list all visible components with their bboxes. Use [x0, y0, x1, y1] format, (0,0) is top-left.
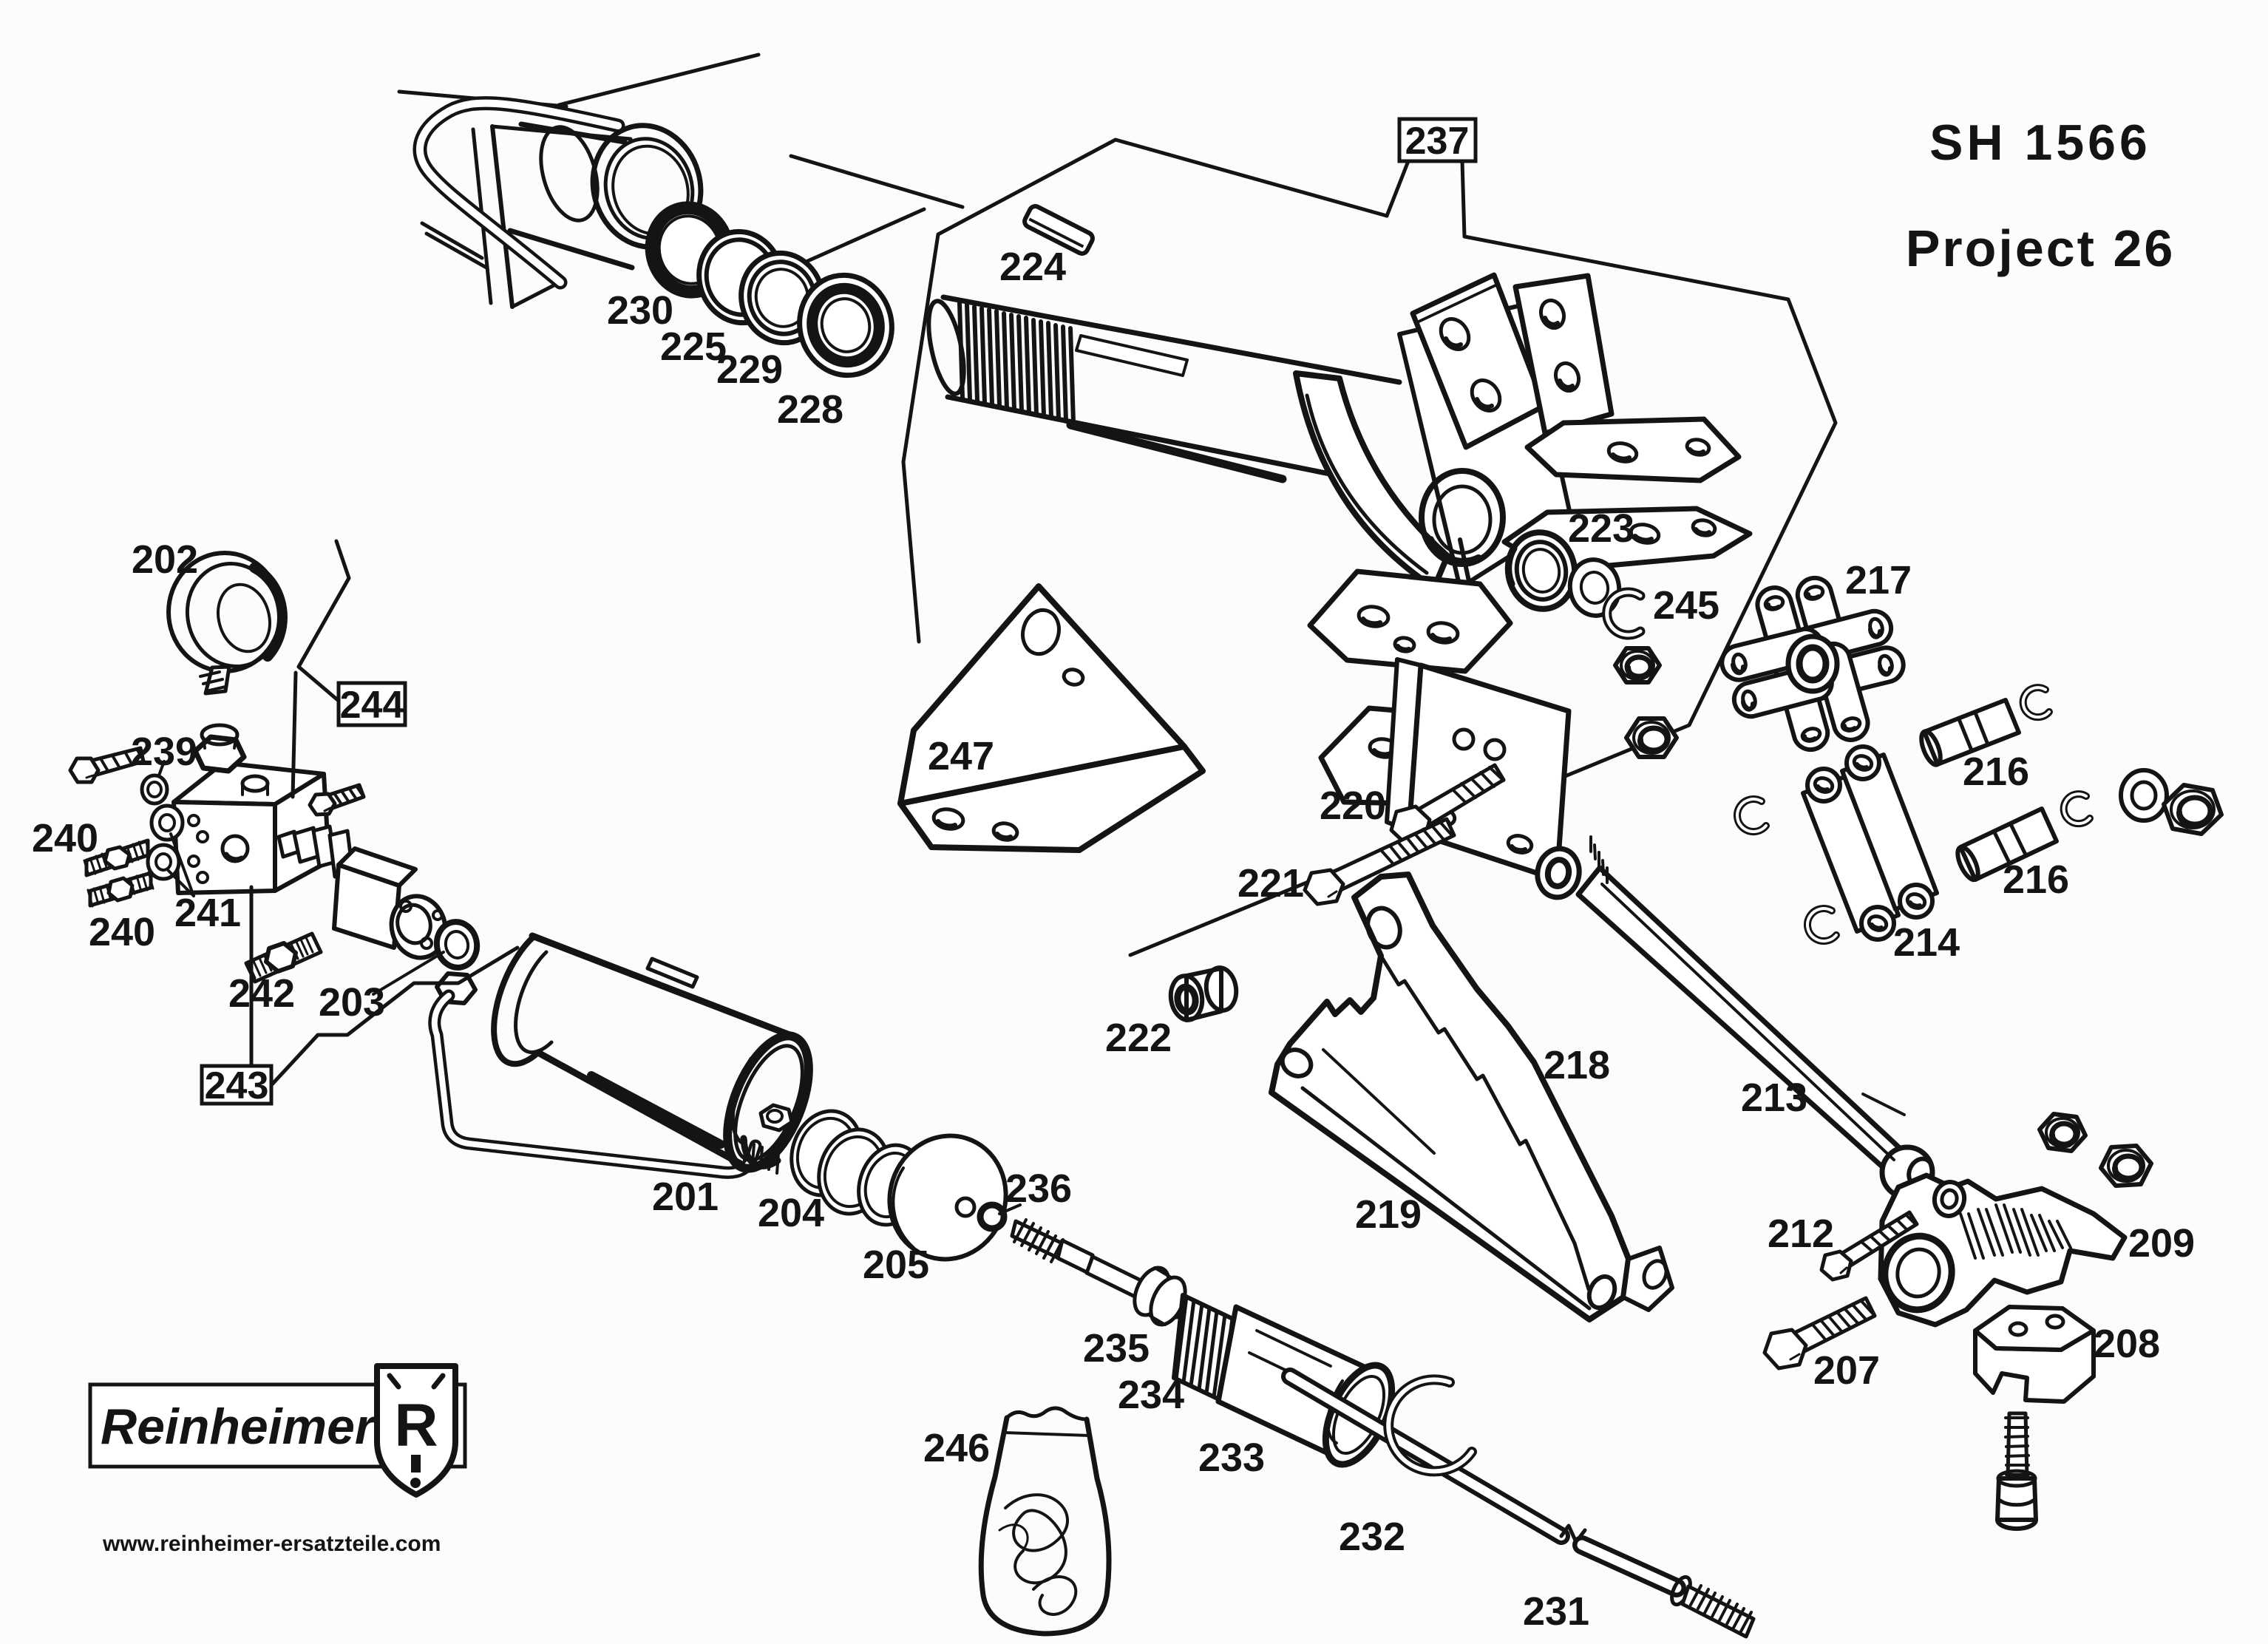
svg-text:207: 207	[1813, 1348, 1880, 1393]
svg-text:201: 201	[652, 1175, 719, 1219]
svg-text:217: 217	[1845, 558, 1912, 602]
svg-text:220: 220	[1320, 784, 1386, 828]
svg-text:Project 26: Project 26	[1906, 220, 2176, 277]
svg-text:R: R	[394, 1392, 438, 1459]
svg-text:246: 246	[923, 1426, 990, 1470]
svg-text:234: 234	[1118, 1373, 1184, 1417]
svg-text:229: 229	[716, 347, 783, 392]
svg-text:235: 235	[1083, 1326, 1150, 1370]
svg-text:237: 237	[1405, 120, 1470, 163]
svg-text:242: 242	[228, 971, 295, 1016]
svg-text:221: 221	[1237, 861, 1304, 906]
svg-text:236: 236	[1005, 1166, 1072, 1211]
svg-text:Reinheimer: Reinheimer	[101, 1399, 377, 1455]
svg-text:223: 223	[1568, 506, 1634, 551]
svg-text:233: 233	[1198, 1436, 1265, 1480]
svg-text:224: 224	[999, 245, 1066, 289]
svg-text:www.reinheimer-ersatzteile.com: www.reinheimer-ersatzteile.com	[102, 1532, 441, 1556]
svg-text:225: 225	[660, 325, 727, 369]
svg-text:213: 213	[1741, 1076, 1807, 1120]
svg-text:214: 214	[1893, 920, 1960, 965]
svg-text:239: 239	[131, 730, 197, 774]
svg-text:243: 243	[205, 1064, 269, 1107]
svg-text:SH 1566: SH 1566	[1929, 115, 2151, 171]
svg-text:240: 240	[32, 816, 98, 860]
svg-text:204: 204	[758, 1191, 824, 1235]
svg-text:231: 231	[1523, 1589, 1589, 1634]
svg-text:216: 216	[2003, 857, 2069, 902]
svg-text:208: 208	[2094, 1322, 2160, 1366]
svg-text:205: 205	[863, 1243, 929, 1287]
svg-text:245: 245	[1653, 583, 1719, 628]
svg-text:240: 240	[89, 910, 155, 954]
svg-text:216: 216	[1963, 750, 2029, 794]
svg-text:228: 228	[777, 387, 843, 432]
svg-text:222: 222	[1105, 1016, 1172, 1060]
svg-text:241: 241	[174, 891, 241, 935]
svg-text:203: 203	[319, 980, 385, 1025]
svg-text:212: 212	[1768, 1212, 1834, 1256]
svg-text:218: 218	[1544, 1043, 1610, 1087]
svg-text:244: 244	[340, 684, 404, 727]
svg-text:232: 232	[1339, 1515, 1405, 1559]
svg-text:230: 230	[607, 288, 673, 333]
svg-text:247: 247	[928, 734, 994, 778]
svg-text:219: 219	[1355, 1192, 1422, 1237]
svg-text:209: 209	[2128, 1221, 2195, 1266]
svg-text:202: 202	[132, 537, 198, 582]
